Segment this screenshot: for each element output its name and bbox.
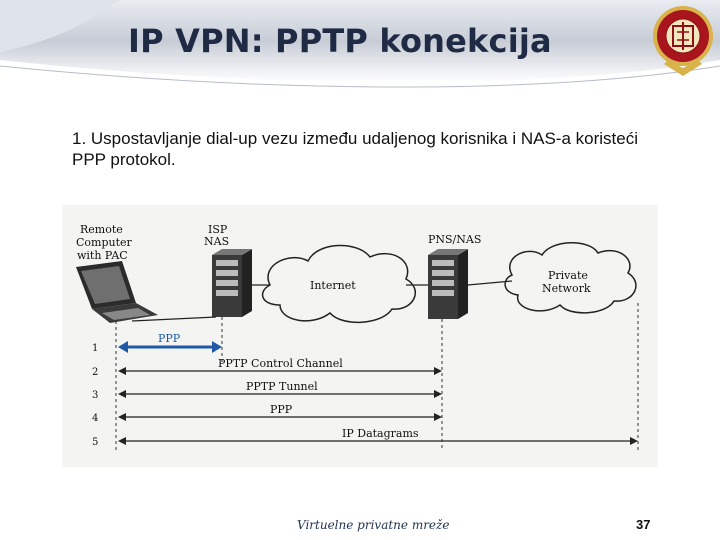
ppp-row1-label: PPP <box>158 332 181 345</box>
ip-datagrams-label: IP Datagrams <box>342 427 419 440</box>
ppp-link-arrow <box>118 341 222 353</box>
pptp-tunnel-label: PPTP Tunnel <box>246 380 318 393</box>
slide-title: IP VPN: PPTP konekcija <box>128 22 552 60</box>
pns-nas-server-icon <box>428 249 468 319</box>
footer-text: Virtuelne privatne mreže <box>297 518 450 532</box>
remote-computer-label: Remote Computer with PAC <box>76 223 135 262</box>
ppp-end-to-end-arrow <box>118 413 442 421</box>
pptp-tunnel-arrow <box>118 390 442 398</box>
ppp-row4-label: PPP <box>270 403 293 416</box>
private-network-label: Private Network <box>542 269 591 295</box>
ip-datagrams-arrow <box>118 437 638 445</box>
row-number: 4 <box>92 413 98 424</box>
internet-label: Internet <box>310 279 356 292</box>
page-number: 37 <box>636 517 651 532</box>
isp-nas-label: ISP NAS <box>204 223 231 248</box>
row-number: 2 <box>92 367 98 378</box>
row-number: 3 <box>92 390 98 401</box>
private-network-cloud-icon <box>504 242 637 314</box>
pptp-control-channel-arrow <box>118 367 442 375</box>
faculty-seal-logo <box>650 2 716 82</box>
slide-body-text: 1. Uspostavljanje dial-up vezu između ud… <box>72 129 638 169</box>
pptp-diagram: Remote Computer with PAC ISP NAS Interne… <box>62 205 658 467</box>
row-number: 1 <box>92 343 98 354</box>
internet-cloud-icon <box>261 244 417 324</box>
isp-nas-server-icon <box>212 249 252 317</box>
title-band <box>0 0 720 110</box>
remote-computer-icon <box>76 261 158 323</box>
pptp-control-channel-label: PPTP Control Channel <box>218 357 343 370</box>
row-number: 5 <box>92 437 98 448</box>
pns-nas-label: PNS/NAS <box>428 233 481 246</box>
